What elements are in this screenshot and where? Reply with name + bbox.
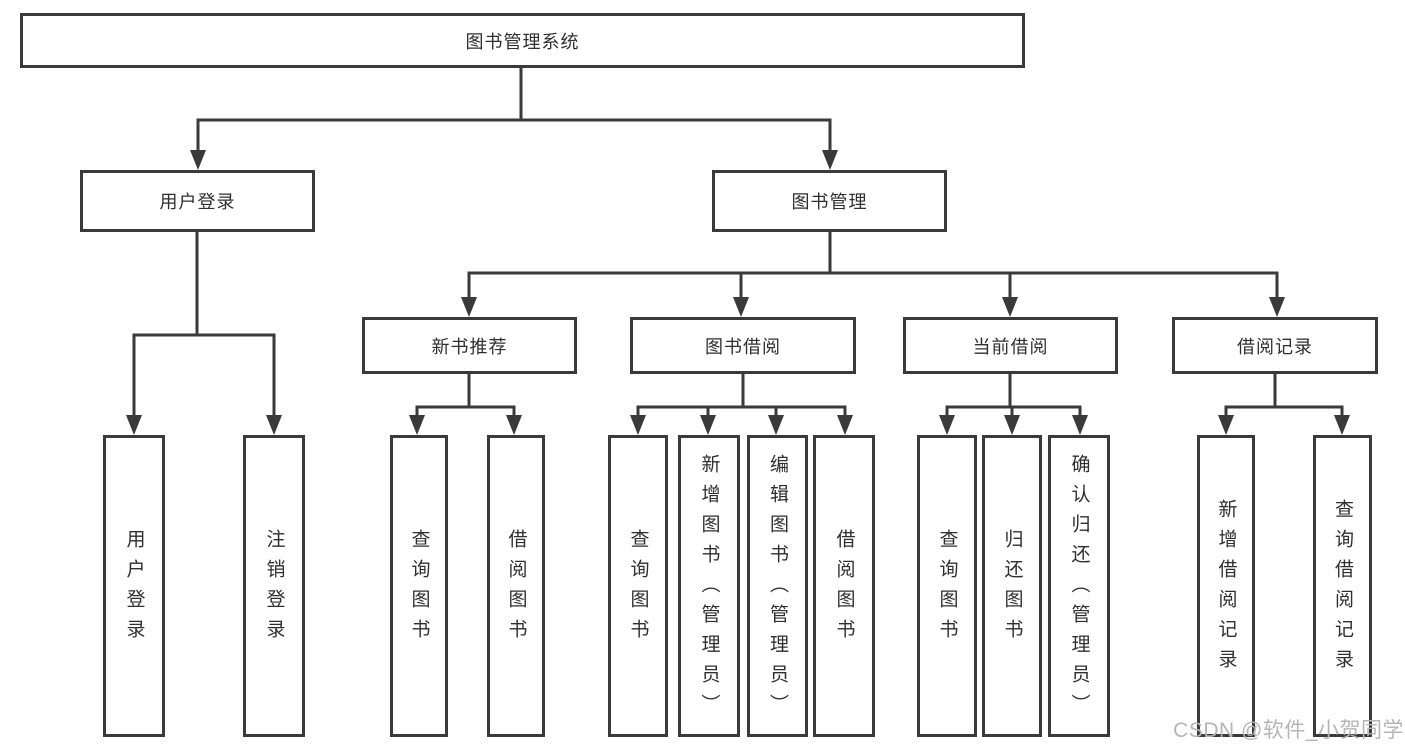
connector-lines [132,68,1344,417]
arrowhead-down-icons [126,150,1350,435]
node-user-login: 用户登录 [80,170,315,232]
leaf-logout: 注销登录 [243,435,305,737]
node-book-management: 图书管理 [712,170,947,232]
leaf-query-books-recommend: 查询图书 [390,435,448,737]
leaf-borrow-books-recommend: 借阅图书 [487,435,545,737]
leaf-borrow-books: 借阅图书 [813,435,875,737]
leaf-confirm-return-admin: 确认归还（管理员） [1048,435,1110,737]
leaf-edit-book-admin: 编辑图书（管理员） [747,435,808,737]
leaf-query-books-borrow: 查询图书 [608,435,668,737]
node-book-borrow: 图书借阅 [630,317,856,374]
node-borrow-records: 借阅记录 [1172,317,1378,374]
node-root: 图书管理系统 [20,13,1025,68]
leaf-query-books-current: 查询图书 [917,435,977,737]
leaf-add-borrow-record: 新增借阅记录 [1197,435,1255,737]
leaf-return-books: 归还图书 [982,435,1042,737]
node-current-borrow: 当前借阅 [903,317,1118,374]
leaf-user-login: 用户登录 [103,435,165,737]
node-new-book-recommend: 新书推荐 [362,317,577,374]
csdn-watermark: CSDN @软件_小贺同学 [1173,719,1404,742]
leaf-query-borrow-record: 查询借阅记录 [1313,435,1372,737]
leaf-add-book-admin: 新增图书（管理员） [678,435,740,737]
